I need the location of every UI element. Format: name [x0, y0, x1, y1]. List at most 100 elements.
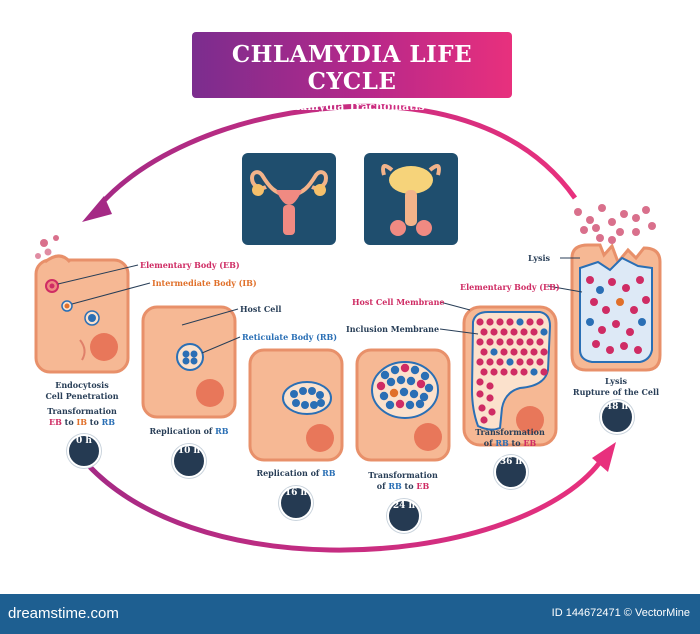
label-reticulate-body: Reticulate Body (RB) [242, 332, 338, 342]
term-rb: RB [495, 438, 509, 448]
caption-line: Transformation [475, 427, 545, 437]
cell-stage-0h [34, 254, 130, 374]
cell-stage-24h [355, 348, 451, 462]
female-reproductive-system-icon [242, 153, 336, 245]
caption-text: to [86, 417, 102, 427]
elementary-body [592, 340, 600, 348]
footer-bar: dreamstime.com ID 144672471 © VectorMine [0, 594, 700, 634]
elementary-body [376, 381, 386, 391]
reticulate-body [415, 399, 425, 409]
elementary-body [476, 378, 484, 386]
caption-line: Transformation [47, 406, 117, 416]
caption-text: Replication of [256, 468, 323, 478]
elementary-body [486, 358, 494, 366]
caption-stage-10h: Replication of RB [139, 426, 239, 437]
cycle-arrow-top-head [82, 196, 112, 222]
elementary-body [476, 358, 484, 366]
caption-stage-24h: Transformation of RB to EB [353, 470, 453, 492]
elementary-body [598, 326, 606, 334]
released-elementary-body [632, 228, 640, 236]
reticulate-body [385, 400, 395, 410]
caption-text: of [376, 481, 389, 491]
caption-line: Endocytosis [55, 380, 109, 390]
label-lysis: Lysis [528, 253, 551, 263]
elementary-body [490, 368, 498, 376]
caption-text: to [61, 417, 77, 427]
released-elementary-body [596, 234, 604, 242]
elementary-body [510, 348, 518, 356]
elementary-body [530, 348, 538, 356]
reticulate-body [424, 383, 434, 393]
elementary-body [416, 379, 426, 389]
term-rb: RB [388, 481, 402, 491]
elementary-body [480, 328, 488, 336]
caption-text: Replication of [149, 426, 216, 436]
elementary-body [530, 328, 538, 336]
reticulate-body [586, 318, 594, 326]
elementary-body [590, 298, 598, 306]
reticulate-body [406, 376, 416, 386]
elementary-body [500, 368, 508, 376]
caption-line: of RB to EB [353, 481, 453, 492]
term-ib: IB [76, 417, 87, 427]
released-elementary-body [574, 208, 582, 216]
elementary-body [506, 338, 514, 346]
reticulate-body [490, 348, 498, 356]
reticulate-body [530, 368, 538, 376]
time-badge-16h: 16 h [279, 486, 313, 520]
elementary-body [476, 318, 484, 326]
elementary-body [496, 358, 504, 366]
elementary-body [395, 399, 405, 409]
term-rb: RB [215, 426, 229, 436]
reticulate-body [540, 328, 548, 336]
leader-lines [57, 257, 583, 354]
elementary-body [506, 318, 514, 326]
elementary-body [612, 320, 620, 328]
reticulate-body [399, 387, 409, 397]
elementary-body [620, 342, 628, 350]
male-reproductive-system-icon [364, 153, 458, 245]
footer-image-id: ID 144672471 © VectorMine [551, 607, 690, 619]
elementary-body [606, 346, 614, 354]
elementary-body [486, 318, 494, 326]
title-banner: CHLAMYDIA LIFE CYCLE Chlamydia Trachomat… [192, 32, 512, 113]
elementary-body [520, 368, 528, 376]
reticulate-body [396, 375, 406, 385]
caption-text: to [508, 438, 524, 448]
elementary-body [516, 338, 524, 346]
reticulate-body [638, 318, 646, 326]
caption-line: Transformation [368, 470, 438, 480]
elementary-body [536, 318, 544, 326]
label-intermediate-body: Intermediate Body (IB) [152, 278, 257, 288]
reticulate-body [420, 371, 430, 381]
elementary-body [642, 296, 650, 304]
reticulate-body [409, 389, 419, 399]
reticulate-body [380, 370, 390, 380]
caption-stage-16h: Replication of RB [246, 468, 346, 479]
released-elementary-body [598, 204, 606, 212]
label-elementary-body: Elementary Body (EB) [140, 260, 240, 270]
elementary-body [500, 328, 508, 336]
footer-brand: dreamstime.com [8, 605, 119, 622]
caption-stage-36h: Transformation of RB to EB [460, 427, 560, 449]
released-elementary-body [648, 222, 656, 230]
reticulate-body [516, 318, 524, 326]
elementary-body [634, 346, 642, 354]
elementary-body [622, 284, 630, 292]
elementary-body [616, 298, 624, 306]
elementary-body [486, 338, 494, 346]
elementary-body [488, 408, 496, 416]
time-badge-0h: 0 h [67, 434, 101, 468]
elementary-body [586, 276, 594, 284]
released-elementary-body [586, 216, 594, 224]
caption-line: of RB to EB [460, 438, 560, 449]
cell-stage-36h [462, 305, 558, 447]
released-elementary-body [620, 210, 628, 218]
cell-stage-10h [141, 305, 237, 419]
eb-particles-released [574, 204, 656, 244]
released-elementary-body [632, 214, 640, 222]
elementary-body [540, 348, 548, 356]
cell-stage-48h [570, 243, 662, 372]
label-host-cell-membrane: Host Cell Membrane [352, 297, 445, 307]
